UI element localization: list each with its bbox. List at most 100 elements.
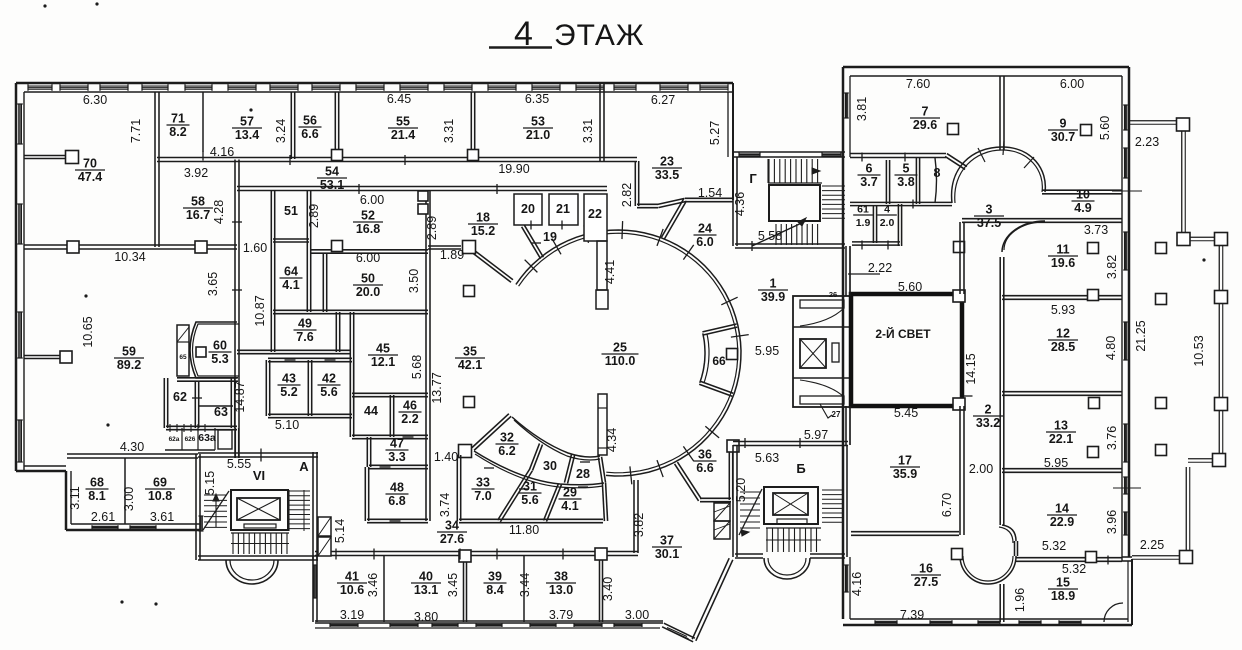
- svg-text:3.7: 3.7: [860, 175, 877, 189]
- svg-text:626: 626: [185, 436, 196, 443]
- svg-text:8.2: 8.2: [169, 125, 186, 139]
- svg-text:3.19: 3.19: [340, 608, 364, 622]
- svg-text:5.2: 5.2: [280, 385, 297, 399]
- svg-text:39.9: 39.9: [761, 290, 785, 304]
- svg-text:5: 5: [903, 162, 910, 176]
- svg-text:8.1: 8.1: [88, 489, 105, 503]
- svg-text:27.6: 27.6: [440, 532, 464, 546]
- svg-text:6.0: 6.0: [696, 235, 713, 249]
- svg-text:29: 29: [563, 486, 577, 500]
- svg-text:2.82: 2.82: [620, 183, 634, 207]
- svg-text:5.95: 5.95: [755, 344, 779, 358]
- svg-text:17: 17: [898, 454, 912, 468]
- svg-text:23: 23: [660, 155, 674, 169]
- svg-text:7.6: 7.6: [296, 330, 313, 344]
- svg-text:10.87: 10.87: [253, 295, 267, 326]
- svg-text:28: 28: [576, 467, 590, 481]
- svg-text:Г: Г: [749, 171, 757, 186]
- svg-text:68: 68: [90, 476, 104, 490]
- svg-text:62: 62: [173, 390, 187, 404]
- svg-text:65: 65: [179, 354, 187, 361]
- svg-text:5.95: 5.95: [1044, 456, 1068, 470]
- svg-text:4.1: 4.1: [282, 278, 299, 292]
- svg-text:14.15: 14.15: [964, 353, 978, 384]
- svg-text:55: 55: [396, 115, 410, 129]
- svg-text:Б: Б: [796, 461, 805, 476]
- svg-text:35: 35: [463, 345, 477, 359]
- svg-text:2.00: 2.00: [969, 462, 993, 476]
- svg-text:36: 36: [698, 448, 712, 462]
- svg-text:56: 56: [303, 114, 317, 128]
- svg-text:12.1: 12.1: [371, 355, 395, 369]
- svg-text:51: 51: [284, 204, 298, 218]
- svg-text:63а: 63а: [198, 432, 216, 444]
- svg-text:6.00: 6.00: [360, 193, 384, 207]
- svg-text:16.8: 16.8: [356, 222, 380, 236]
- svg-text:3.82: 3.82: [1105, 255, 1119, 279]
- svg-text:6.00: 6.00: [356, 251, 380, 265]
- svg-text:18.9: 18.9: [1051, 589, 1075, 603]
- svg-text:7: 7: [922, 105, 929, 119]
- svg-text:48: 48: [390, 481, 404, 495]
- svg-text:58: 58: [191, 195, 205, 209]
- svg-text:110.0: 110.0: [605, 354, 636, 368]
- svg-text:4.80: 4.80: [1104, 336, 1118, 360]
- svg-text:4: 4: [884, 204, 890, 216]
- svg-text:59: 59: [122, 345, 136, 359]
- svg-text:30.7: 30.7: [1051, 130, 1075, 144]
- svg-text:9: 9: [1060, 117, 1067, 131]
- svg-text:29.6: 29.6: [913, 118, 937, 132]
- svg-text:33: 33: [476, 476, 490, 490]
- svg-text:33.5: 33.5: [655, 168, 679, 182]
- svg-text:5.58: 5.58: [758, 229, 782, 243]
- svg-text:7.60: 7.60: [906, 77, 930, 91]
- svg-text:33.2: 33.2: [976, 416, 1000, 430]
- svg-text:62а: 62а: [169, 436, 180, 443]
- svg-text:2-Й СВЕТ: 2-Й СВЕТ: [875, 326, 931, 341]
- svg-text:VI: VI: [253, 468, 265, 483]
- svg-text:3.74: 3.74: [438, 493, 452, 517]
- svg-text:42.1: 42.1: [458, 358, 482, 372]
- svg-text:60: 60: [213, 339, 227, 353]
- svg-text:2.89: 2.89: [307, 204, 321, 228]
- svg-text:5.3: 5.3: [211, 352, 228, 366]
- svg-text:27.5: 27.5: [914, 575, 938, 589]
- svg-text:3.61: 3.61: [150, 510, 174, 524]
- svg-text:1: 1: [770, 277, 777, 291]
- svg-text:45: 45: [376, 342, 390, 356]
- svg-text:30.1: 30.1: [655, 547, 679, 561]
- svg-text:5.27: 5.27: [708, 121, 722, 145]
- svg-text:22: 22: [588, 207, 602, 221]
- svg-text:27: 27: [832, 410, 841, 419]
- svg-text:3.40: 3.40: [601, 577, 615, 601]
- svg-text:34: 34: [445, 519, 459, 533]
- svg-text:2.23: 2.23: [1135, 135, 1159, 149]
- svg-text:4.30: 4.30: [120, 440, 144, 454]
- svg-text:1.96: 1.96: [1013, 588, 1027, 612]
- svg-text:2.25: 2.25: [1140, 538, 1164, 552]
- svg-text:1.54: 1.54: [698, 186, 722, 200]
- svg-text:5.20: 5.20: [734, 478, 748, 502]
- svg-text:3.31: 3.31: [581, 119, 595, 143]
- svg-text:4.41: 4.41: [603, 260, 617, 284]
- svg-text:3.80: 3.80: [414, 610, 438, 624]
- svg-text:14.87: 14.87: [233, 381, 247, 412]
- svg-text:5.45: 5.45: [894, 406, 918, 420]
- svg-text:11.80: 11.80: [509, 523, 539, 537]
- svg-text:13: 13: [1054, 419, 1068, 433]
- svg-text:47: 47: [390, 437, 404, 451]
- svg-text:3.76: 3.76: [1105, 426, 1119, 450]
- svg-text:89.2: 89.2: [117, 358, 141, 372]
- svg-text:2.0: 2.0: [880, 217, 895, 229]
- svg-text:2.2: 2.2: [401, 412, 418, 426]
- svg-text:3: 3: [986, 203, 993, 217]
- svg-text:5.15: 5.15: [203, 471, 217, 495]
- svg-text:10.34: 10.34: [114, 250, 145, 264]
- svg-text:5.60: 5.60: [1098, 116, 1112, 140]
- svg-text:3.65: 3.65: [206, 272, 220, 296]
- svg-text:11: 11: [1056, 243, 1069, 257]
- svg-text:7.71: 7.71: [129, 119, 143, 143]
- svg-text:6.30: 6.30: [83, 93, 107, 107]
- svg-text:5.14: 5.14: [333, 519, 347, 543]
- svg-text:21.25: 21.25: [1134, 320, 1148, 351]
